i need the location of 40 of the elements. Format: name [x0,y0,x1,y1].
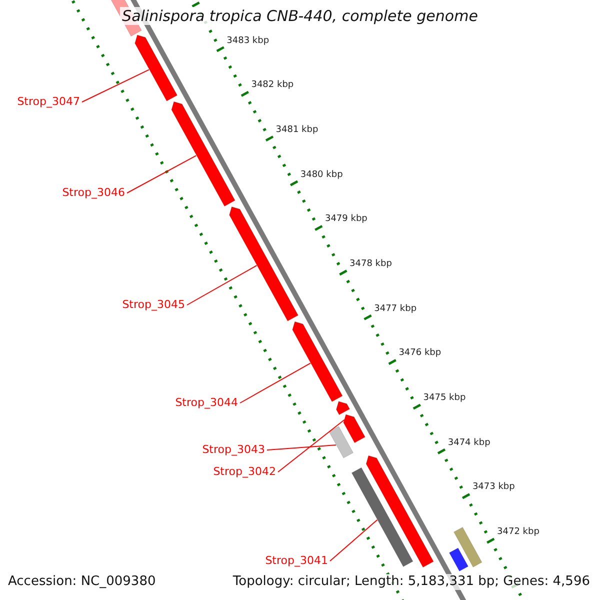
tick-label: 3479 kbp [324,214,368,226]
gene-label: Strop_3047 [17,95,80,108]
tick-label: 3482 kbp [251,80,294,92]
tick-label: 3478 kbp [350,259,392,270]
leader-line [126,155,197,194]
gene-block [453,526,482,568]
gene-segment [171,101,236,207]
leader-line [266,444,336,450]
gene-label: Strop_3044 [175,396,238,409]
title: Salinispora tropica CNB-440, complete genome [120,7,480,25]
tick-label: 3476 kbp [398,348,442,360]
gene-segment [343,414,366,444]
footer-text: Accession: NC_009380 [8,574,156,590]
gene-block [351,467,414,568]
gene-label: Strop_3043 [202,443,265,456]
tick-label: 3481 kbp [276,125,318,136]
gene-label: Strop_3045 [122,298,185,311]
tick-label: 3483 kbp [226,36,270,47]
tick-label: 3480 kbp [300,170,343,181]
leader-line [330,519,378,562]
gene-segment [134,34,178,102]
tick-label: 3475 kbp [423,393,466,404]
gene-segment [336,400,350,416]
tick-label: 3474 kbp [448,438,490,449]
gene-label: Strop_3041 [265,554,328,567]
gene-label: Strop_3042 [213,465,276,478]
tick-label: 3477 kbp [374,304,417,315]
gene-block [328,426,354,458]
footer-text: Topology: circular; Length: 5,183,331 bp; Genes: 4,596 [232,574,590,590]
leader-line [186,265,258,306]
gene-block [448,548,469,572]
gene-segment [366,455,434,568]
leader-line [278,419,345,472]
leader-line [240,362,311,404]
tick-label: 3473 kbp [472,482,515,494]
tick-label: 3472 kbp [497,527,540,538]
leader-line [82,69,150,102]
gene-segment [229,206,299,322]
gene-label: Strop_3046 [62,186,125,199]
gene-segment [292,321,343,402]
